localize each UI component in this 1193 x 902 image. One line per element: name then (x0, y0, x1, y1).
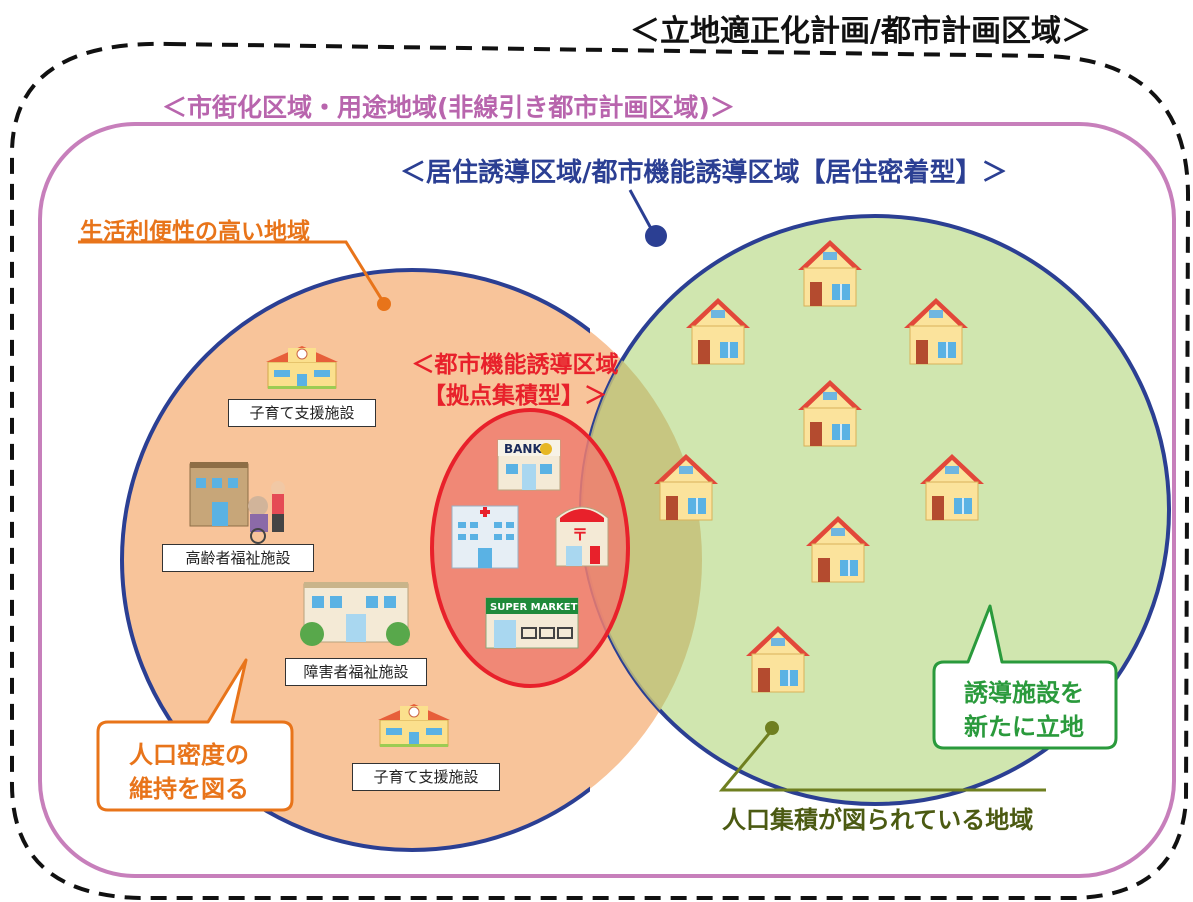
residential-leader-dot (645, 225, 667, 247)
convenience-leader-dot (377, 297, 391, 311)
facility-label-childcare-1: 子育て支援施設 (228, 399, 376, 427)
urban-area-outline (38, 122, 1176, 878)
bank-sign: BANK (504, 442, 542, 456)
bank-icon: BANK (497, 439, 561, 491)
care-facility-icon (189, 462, 285, 544)
page-title: ＜立地適正化計画/都市計画区域＞ (630, 14, 1091, 49)
accumulation-area-label: 人口集積が図られている地域 (722, 806, 1034, 834)
supermarket-icon: SUPER MARKET (485, 597, 579, 649)
new-facility-callout-bubble (932, 604, 1118, 750)
hub-zone-label-line2: 【拠点集積型】＞ (423, 383, 607, 409)
convenience-area-label: 生活利便性の高い地域 (80, 219, 310, 245)
new-facility-callout-line2: 新たに立地 (964, 713, 1084, 741)
hub-zone-label: ＜都市機能誘導区域 【拠点集積型】＞ (410, 350, 620, 412)
accumulation-leader-dot (765, 721, 779, 735)
density-callout-line2: 維持を図る (129, 775, 249, 803)
planning-area-outline (9, 41, 1191, 900)
residential-zone-label: ＜居住誘導区域/都市機能誘導区域【居住密着型】＞ (400, 158, 1008, 188)
new-facility-callout-line1: 誘導施設を (964, 679, 1084, 707)
hub-zone-label-line1: ＜都市機能誘導区域 (411, 352, 619, 378)
new-facility-callout-text: 誘導施設を 新たに立地 (940, 676, 1108, 744)
care-facility-icon (300, 582, 410, 646)
post-sign: 〒 (572, 525, 588, 544)
density-callout-text: 人口密度の 維持を図る (98, 738, 280, 806)
facility-label-disability: 障害者福祉施設 (285, 658, 427, 686)
urban-area-label: ＜市街化区域・用途地域(非線引き都市計画区域)＞ (162, 93, 735, 122)
supermarket-sign: SUPER MARKET (490, 602, 578, 613)
post-office-icon: 〒 (555, 506, 609, 567)
density-callout-line1: 人口密度の (129, 741, 249, 769)
facility-label-elderly: 高齢者福祉施設 (162, 544, 314, 572)
facility-label-childcare-2: 子育て支援施設 (352, 763, 500, 791)
density-callout-bubble (96, 658, 294, 812)
hub-zone-ellipse (430, 408, 630, 688)
hospital-icon (451, 505, 519, 569)
